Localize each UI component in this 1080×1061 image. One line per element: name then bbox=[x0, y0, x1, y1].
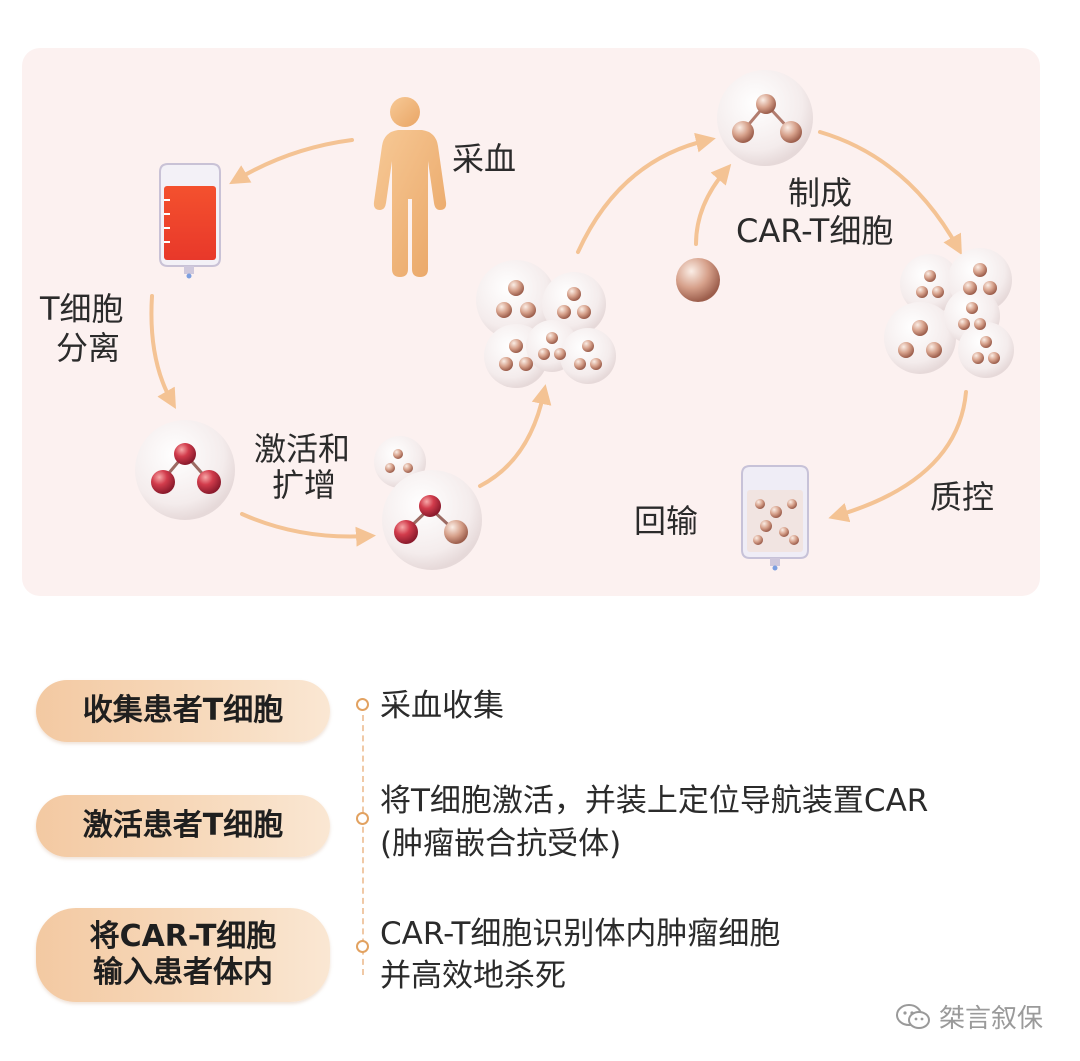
step-3-description-line2: 并高效地杀死 bbox=[380, 958, 566, 994]
single-cell-icon bbox=[676, 258, 720, 302]
step-3-description-line1: CAR-T细胞识别体内肿瘤细胞 bbox=[380, 916, 781, 952]
step-2-dot bbox=[356, 812, 369, 825]
blood-bag-icon bbox=[159, 163, 221, 279]
expanding-cells-icon bbox=[374, 436, 482, 570]
step-2-description-line2: (肿瘤嵌合抗受体) bbox=[380, 826, 622, 862]
arrow-car-to-qc bbox=[818, 130, 962, 255]
label-make-car-line1: 制成 bbox=[788, 174, 853, 212]
step-3-label-line2: 输入患者体内 bbox=[93, 955, 273, 990]
steps-connector-line bbox=[362, 715, 364, 975]
human-body-icon bbox=[373, 97, 447, 277]
step-1-dot bbox=[356, 698, 369, 711]
watermark-text: 桀言叙保 bbox=[939, 1004, 1044, 1034]
arrow-cell-to-expand bbox=[240, 512, 376, 547]
step-2-label-line: 激活患者T细胞 bbox=[82, 808, 284, 843]
step-1-description: 采血收集 bbox=[380, 688, 504, 724]
car-t-process-diagram bbox=[135, 70, 1014, 571]
step-3-dot bbox=[356, 940, 369, 953]
label-t-separation-line2: 分离 bbox=[56, 329, 121, 367]
arrow-qc-to-bag bbox=[828, 390, 968, 523]
label-make-car-line2: CAR-T细胞 bbox=[736, 212, 894, 250]
arrow-body-to-bag bbox=[229, 138, 354, 185]
car-t-cell-icon bbox=[717, 70, 813, 166]
label-activation-line2: 扩增 bbox=[272, 466, 337, 504]
watermark: 桀言叙保 bbox=[895, 998, 1043, 1035]
t-cell-icon bbox=[135, 420, 235, 520]
step-2-label: 激活患者T细胞 bbox=[36, 795, 330, 857]
label-reinfusion: 回输 bbox=[634, 502, 699, 540]
label-activation-line1: 激活和 bbox=[254, 430, 351, 468]
step-3-label-line1: 将CAR-T细胞 bbox=[89, 919, 277, 954]
step-3-label: 将CAR-T细胞 输入患者体内 bbox=[36, 908, 330, 1002]
process-arrows bbox=[149, 130, 968, 547]
label-t-separation-line1: T细胞 bbox=[40, 290, 124, 328]
arrow-bag-to-cell bbox=[149, 294, 176, 409]
step-1-label-line: 收集患者T细胞 bbox=[82, 693, 284, 728]
arrow-single-to-car bbox=[694, 163, 732, 246]
wechat-icon bbox=[896, 1003, 930, 1029]
arrow-cluster-to-car bbox=[576, 132, 716, 254]
infusion-bag-icon bbox=[741, 465, 809, 571]
arrow-expand-to-cluster bbox=[478, 384, 552, 488]
label-quality-control: 质控 bbox=[930, 478, 995, 516]
cell-cluster-icon bbox=[476, 260, 616, 388]
step-2-description-line1: 将T细胞激活，并装上定位导航装置CAR bbox=[380, 783, 929, 819]
label-blood-draw: 采血 bbox=[452, 140, 517, 178]
step-1-label: 收集患者T细胞 bbox=[36, 680, 330, 742]
qc-cell-cluster-icon bbox=[884, 248, 1014, 378]
